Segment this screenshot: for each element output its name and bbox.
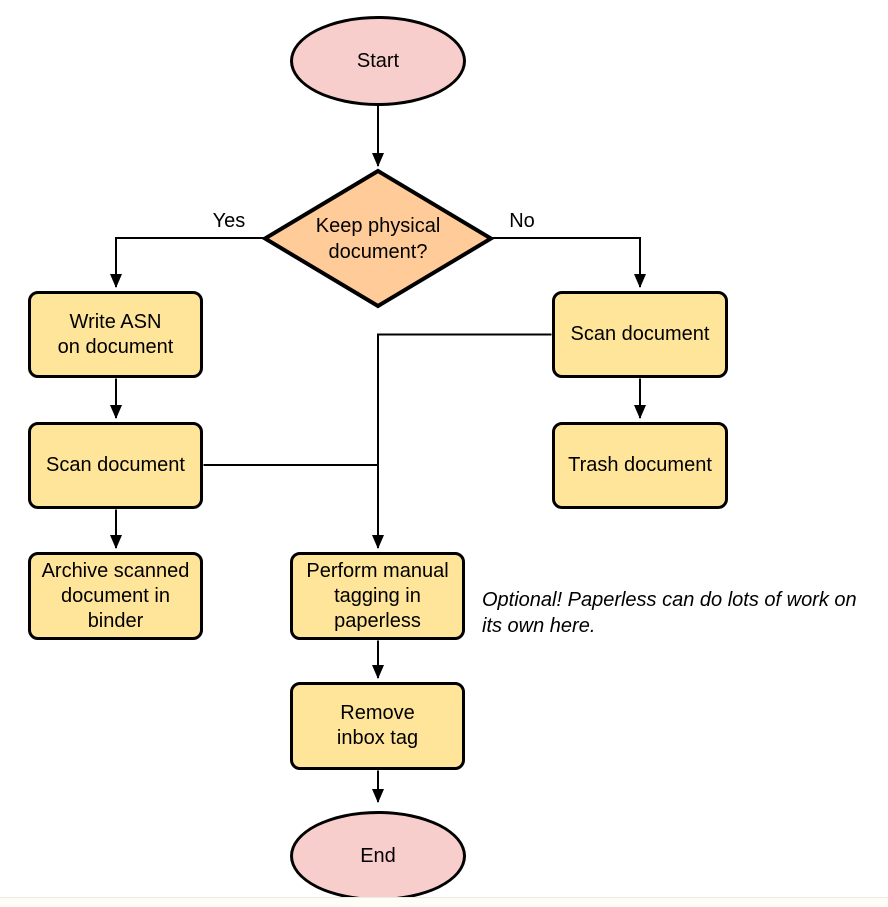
decision-diamond-shape	[262, 168, 494, 309]
node-start: Start	[290, 16, 466, 106]
edge-label-no: No	[509, 210, 535, 232]
node-archive-binder-label: Archive scanned document in binder	[41, 559, 190, 632]
node-manual-tagging: Perform manual tagging in paperless	[290, 552, 465, 640]
edge-decision-no-to-scan-right	[490, 237, 646, 288]
node-remove-inbox-tag-label: Remove inbox tag	[336, 702, 419, 749]
node-scan-document-left: Scan document	[28, 422, 203, 509]
node-scan-document-right-label: Scan document	[570, 323, 710, 345]
node-manual-tagging-label: Perform manual tagging in paperless	[306, 559, 449, 632]
node-decision-label: Keep physical document?	[315, 214, 441, 263]
node-archive-binder: Archive scanned document in binder	[28, 552, 203, 640]
footer-strip	[0, 897, 888, 907]
node-scan-document-right: Scan document	[552, 291, 728, 378]
node-start-label: Start	[356, 49, 400, 72]
diamond-polygon	[262, 168, 494, 309]
node-write-asn-label: Write ASN on document	[57, 310, 174, 358]
node-end-label: End	[360, 844, 396, 867]
node-end: End	[290, 811, 466, 901]
edge-decision-yes-to-write-asn	[110, 237, 265, 288]
node-scan-document-left-label: Scan document	[46, 454, 185, 476]
node-trash-document-label: Trash document	[568, 454, 712, 476]
annotation-optional-note: Optional! Paperless can do lots of work …	[482, 589, 857, 637]
node-decision: Keep physical document?	[266, 172, 490, 305]
node-trash-document: Trash document	[552, 422, 728, 509]
node-write-asn: Write ASN on document	[28, 291, 203, 378]
edge-label-yes: Yes	[212, 210, 246, 232]
edge-scan-right-to-tagging	[372, 333, 552, 549]
node-remove-inbox-tag: Remove inbox tag	[290, 682, 465, 770]
